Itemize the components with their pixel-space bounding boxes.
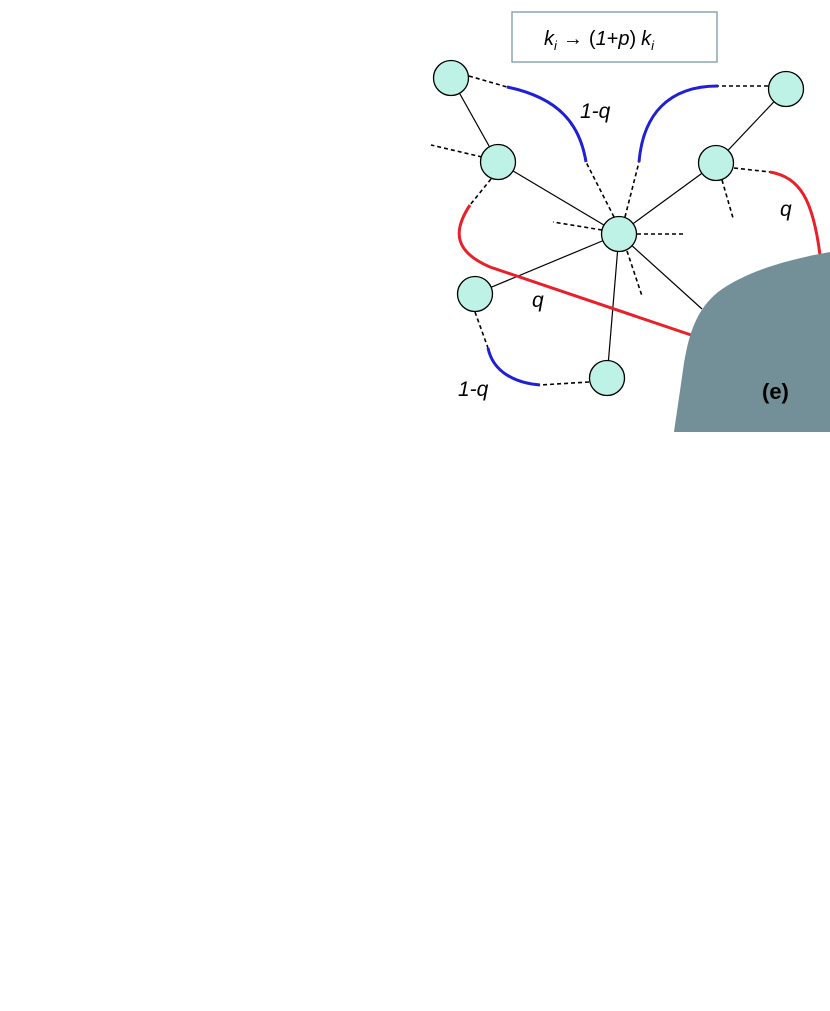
node-right-upper	[697, 144, 735, 182]
node-hub	[600, 215, 638, 253]
label-middle-q: q	[532, 289, 544, 312]
formula-sub-i: i	[554, 38, 558, 53]
formula-box: ki→(1+p)ki	[511, 11, 718, 63]
stub-nodeA-left	[430, 144, 483, 158]
blue-rewire-links	[486, 84, 719, 387]
blue-link-top-right	[637, 84, 719, 163]
formula-arrow: →	[563, 28, 583, 50]
edge-hub-nodeE	[606, 233, 620, 379]
stub-hub-down	[626, 250, 643, 297]
red-rewire-links	[457, 170, 822, 340]
blue-link-top-left	[506, 85, 588, 163]
edge-hub-nodeB	[618, 162, 717, 235]
formula-open-paren: (	[589, 28, 596, 50]
formula-sub-i2: i	[651, 38, 655, 53]
label-top-one-minus-q: 1-q	[580, 100, 611, 123]
stub-nodeTL-to-blue	[468, 75, 508, 88]
formula-k: k	[544, 28, 555, 50]
edge-hub-nodeA	[497, 161, 620, 235]
stub-nodeA-to-red	[469, 178, 492, 206]
probability-labels: 1-q q q 1-q	[458, 100, 792, 401]
blue-link-bottom	[486, 347, 541, 387]
edge-hub-blob	[618, 233, 703, 310]
stub-hub-left	[552, 221, 603, 231]
formula-plus: +	[607, 28, 619, 50]
rest-of-network-blob	[674, 252, 830, 432]
formula-box-border	[511, 11, 718, 63]
formula-k2: k	[641, 28, 652, 50]
edge-hub-nodeD	[474, 233, 620, 295]
formula-text: ki→(1+p)ki	[544, 28, 655, 53]
label-bottom-one-minus-q: 1-q	[458, 378, 489, 401]
node-bottom	[588, 359, 626, 397]
formula-one: 1	[596, 28, 607, 50]
stub-nodeE-to-blue	[539, 381, 590, 386]
stub-hub-to-blue-left	[585, 161, 615, 218]
node-top-left	[432, 59, 470, 97]
label-right-q: q	[780, 198, 792, 221]
red-link-right	[769, 170, 822, 256]
stub-nodeB-down	[721, 179, 734, 219]
stub-nodeD-to-blue	[474, 311, 489, 349]
node-top-right	[767, 70, 805, 108]
stub-nodeB-to-red	[733, 167, 771, 173]
stub-hub-to-blue-right	[624, 161, 640, 218]
panel-label: (e)	[762, 379, 789, 404]
formula-p: p	[617, 28, 629, 50]
nodes	[432, 59, 805, 397]
node-left-lower	[456, 275, 494, 313]
red-link-long	[457, 204, 701, 340]
dashed-stubs	[430, 75, 771, 386]
formula-close-paren: )	[630, 28, 637, 50]
node-left-upper	[479, 143, 517, 181]
